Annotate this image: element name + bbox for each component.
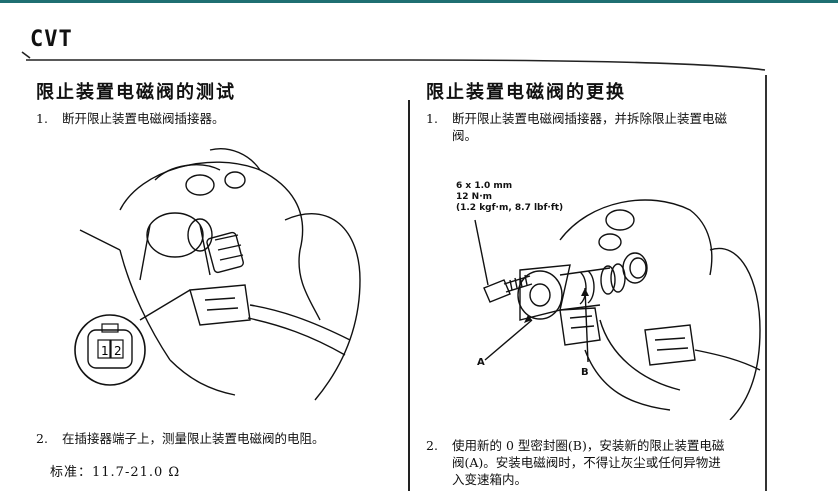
- step-text-line-1: 使用新的 0 型密封圈(B)，安装新的限止装置电磁: [452, 438, 725, 453]
- left-section-title: 限止装置电磁阀的测试: [36, 82, 236, 103]
- torque-alt-units: (1.2 kgf·m, 8.7 lbf·ft): [456, 203, 564, 213]
- step-number: 2.: [36, 431, 48, 446]
- torque-spec: 6 x 1.0 mm 12 N·m (1.2 kgf·m, 8.7 lbf·ft…: [456, 181, 563, 214]
- standard-resistance: 标准：11.7-21.0 Ω: [50, 465, 181, 480]
- top-accent-bar: [0, 0, 838, 3]
- step-number: 1.: [36, 111, 48, 126]
- step-text-line-1: 断开限止装置电磁阀插接器，并拆除限止装置电磁: [452, 111, 728, 126]
- torque-nm: 12 N·m: [456, 192, 492, 202]
- step-text-line-2: 阀(A)。安装电磁阀时，不得让灰尘或任何异物进: [452, 455, 721, 470]
- column-divider: [408, 100, 410, 491]
- right-solenoid-illustration: [474, 199, 761, 420]
- left-step-1: 1. 断开限止装置电磁阀插接器。: [36, 110, 396, 128]
- bolt-size: 6 x 1.0 mm: [456, 181, 513, 191]
- step-text: 断开限止装置电磁阀插接器。: [62, 111, 225, 126]
- right-border: [765, 75, 767, 491]
- label-a: A: [477, 357, 485, 368]
- step-number: 1.: [426, 111, 438, 126]
- header-rule: [21, 51, 766, 71]
- step-text-line-2: 阀。: [452, 128, 478, 143]
- step-number: 2.: [426, 438, 438, 453]
- right-section-title: 限止装置电磁阀的更换: [426, 82, 626, 103]
- step-text-line-3: 入变速箱内。: [452, 472, 528, 487]
- label-b: B: [581, 367, 589, 378]
- left-solenoid-illustration: 1 2: [74, 148, 361, 401]
- left-step-2: 2. 在插接器端子上，测量限止装置电磁阀的电阻。: [36, 430, 396, 448]
- connector-pin-2: 2: [114, 344, 122, 358]
- right-step-1: 1. 断开限止装置电磁阀插接器，并拆除限止装置电磁 阀。: [426, 110, 766, 146]
- right-step-2: 2. 使用新的 0 型密封圈(B)，安装新的限止装置电磁 阀(A)。安装电磁阀时…: [426, 437, 766, 489]
- connector-pin-1: 1: [101, 344, 109, 358]
- brand-label: CVT: [30, 27, 73, 52]
- step-text: 在插接器端子上，测量限止装置电磁阀的电阻。: [62, 431, 325, 446]
